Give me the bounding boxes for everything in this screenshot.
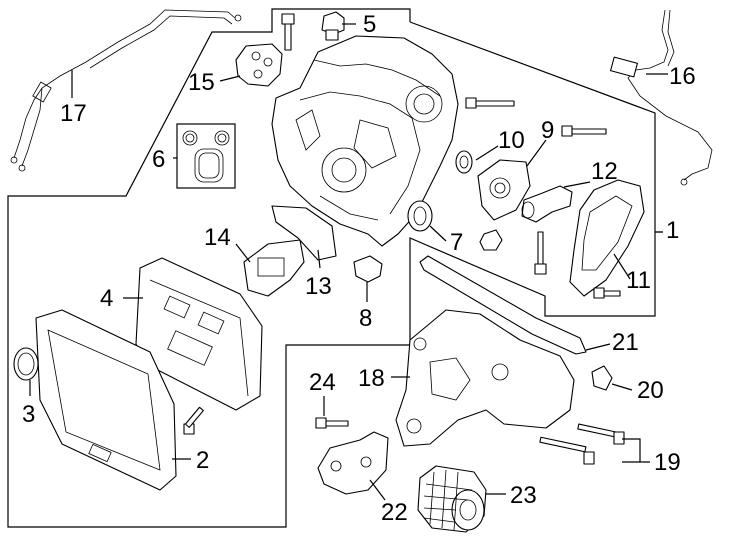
part-15 — [235, 43, 283, 87]
part-11-cover — [569, 179, 645, 297]
assembly-frame — [7, 8, 656, 528]
callout-24: 24 — [309, 369, 336, 396]
callout-5: 5 — [363, 11, 376, 38]
part-7-seal — [407, 200, 433, 232]
callout-19: 19 — [654, 449, 681, 476]
callout-22: 22 — [381, 499, 408, 526]
cable-harness-16 — [610, 9, 713, 186]
callout-20: 20 — [637, 377, 664, 404]
bolts-right — [465, 97, 607, 137]
part-13 — [271, 205, 337, 261]
callout-13: 13 — [305, 273, 332, 300]
part-2-converter — [35, 309, 177, 491]
part-12 — [521, 185, 573, 223]
callout-15: 15 — [188, 69, 215, 96]
callout-10: 10 — [498, 127, 525, 154]
callout-17: 17 — [60, 100, 87, 127]
bolt-11 — [593, 287, 621, 299]
callout-6: 6 — [152, 146, 165, 173]
part-8 — [353, 255, 383, 283]
callout-3: 3 — [22, 401, 35, 428]
part-23-mount — [417, 465, 487, 533]
callout-16: 16 — [669, 63, 696, 90]
callout-2: 2 — [196, 447, 209, 474]
part-9-pump — [477, 159, 531, 221]
part-14 — [243, 239, 305, 297]
callout-4: 4 — [100, 285, 113, 312]
part-5 — [321, 11, 345, 41]
callout-14: 14 — [204, 224, 231, 251]
callout-21: 21 — [612, 329, 639, 356]
callout-11: 11 — [626, 267, 651, 294]
callout-12: 12 — [591, 158, 618, 185]
nut — [479, 229, 503, 251]
callout-18: 18 — [358, 365, 385, 392]
callout-1: 1 — [666, 217, 679, 244]
part-22 — [317, 431, 389, 495]
bolt-top — [281, 13, 295, 51]
part-20 — [591, 365, 613, 391]
bolt-24 — [315, 417, 349, 429]
bolt-2 — [183, 406, 204, 435]
callout-23: 23 — [510, 482, 537, 509]
part-21-strap — [419, 255, 587, 355]
cable-harness-17 — [10, 9, 242, 172]
callout-9: 9 — [541, 117, 554, 144]
part-18-bracket — [395, 309, 575, 447]
bolt-mid — [534, 231, 547, 275]
leader-lines — [29, 23, 668, 501]
callout-8: 8 — [359, 305, 372, 332]
callout-7: 7 — [450, 229, 463, 256]
part-3-seal — [13, 347, 39, 381]
part-4-inverter — [135, 257, 263, 411]
part-10-seal — [455, 150, 473, 174]
bolts-19 — [539, 423, 625, 465]
gasket-kit-box — [176, 123, 236, 189]
